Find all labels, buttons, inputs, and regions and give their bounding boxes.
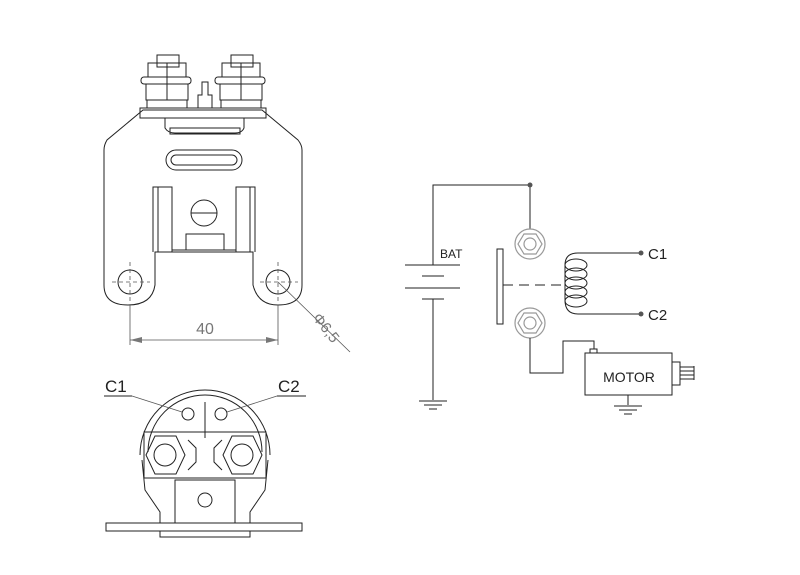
bolt-left bbox=[140, 54, 192, 109]
coil-icon bbox=[564, 252, 640, 315]
hole-diameter-label: Φ6,5 bbox=[309, 310, 343, 346]
lower-contact-nut bbox=[514, 307, 546, 339]
nut-block bbox=[143, 431, 267, 479]
motor-ground-icon bbox=[614, 405, 642, 415]
plunger-contact bbox=[496, 248, 504, 325]
battery-symbol bbox=[405, 264, 460, 300]
dimension-40-label: 40 bbox=[196, 321, 214, 338]
stud-left bbox=[153, 443, 177, 467]
dimension-line bbox=[129, 305, 279, 345]
slot-inner bbox=[170, 154, 238, 166]
c2-terminal-dot bbox=[638, 311, 644, 317]
motor-terminal bbox=[589, 348, 598, 354]
coil-c2-label: C2 bbox=[648, 307, 667, 324]
battery-label: BAT bbox=[440, 247, 463, 261]
ground-icon bbox=[419, 400, 447, 410]
mounting-plate-outline bbox=[103, 109, 303, 306]
nut-right bbox=[222, 435, 263, 475]
housing-inner-arc bbox=[147, 394, 263, 453]
wiring-schematic: BAT C1 C2 MOTOR bbox=[405, 182, 695, 415]
c1-leader bbox=[131, 395, 183, 413]
junction-dot bbox=[527, 182, 533, 188]
terminal-c2 bbox=[214, 407, 228, 421]
motor-wire bbox=[529, 338, 595, 374]
bracket bbox=[164, 118, 245, 134]
base-plate bbox=[105, 522, 303, 532]
contact-block bbox=[185, 233, 225, 251]
c2-callout-label: C2 bbox=[278, 377, 300, 396]
c2-leader bbox=[226, 395, 278, 413]
housing-sides bbox=[141, 459, 269, 523]
slot bbox=[165, 149, 243, 171]
bottom-view: C1 C2 bbox=[104, 377, 306, 538]
front-view: 40 Φ6,5 bbox=[103, 54, 351, 353]
housing-arc bbox=[139, 389, 271, 456]
motor-shaft bbox=[680, 366, 695, 380]
bracket-bottom bbox=[174, 479, 236, 524]
diameter-leader bbox=[277, 281, 351, 353]
centerlines bbox=[112, 262, 298, 302]
nut-left bbox=[145, 435, 186, 475]
upper-contact-nut bbox=[514, 228, 546, 260]
inner-frame bbox=[152, 186, 256, 252]
battery-positive-wire bbox=[432, 184, 531, 265]
stud-right bbox=[230, 443, 254, 467]
motor-shaft-hub bbox=[671, 361, 681, 386]
bracket-bar bbox=[169, 127, 241, 135]
c1-terminal-dot bbox=[638, 250, 644, 256]
terminal-c1 bbox=[181, 407, 195, 421]
base-tab bbox=[159, 530, 251, 538]
top-flange bbox=[139, 107, 267, 119]
center-tab bbox=[197, 81, 213, 108]
bottom-hole bbox=[197, 492, 213, 508]
c1-callout-label: C1 bbox=[105, 377, 127, 396]
motor-label: MOTOR bbox=[603, 369, 655, 385]
coil-c1-label: C1 bbox=[648, 246, 667, 263]
bolt-right bbox=[214, 54, 266, 109]
center-contact bbox=[187, 439, 223, 471]
